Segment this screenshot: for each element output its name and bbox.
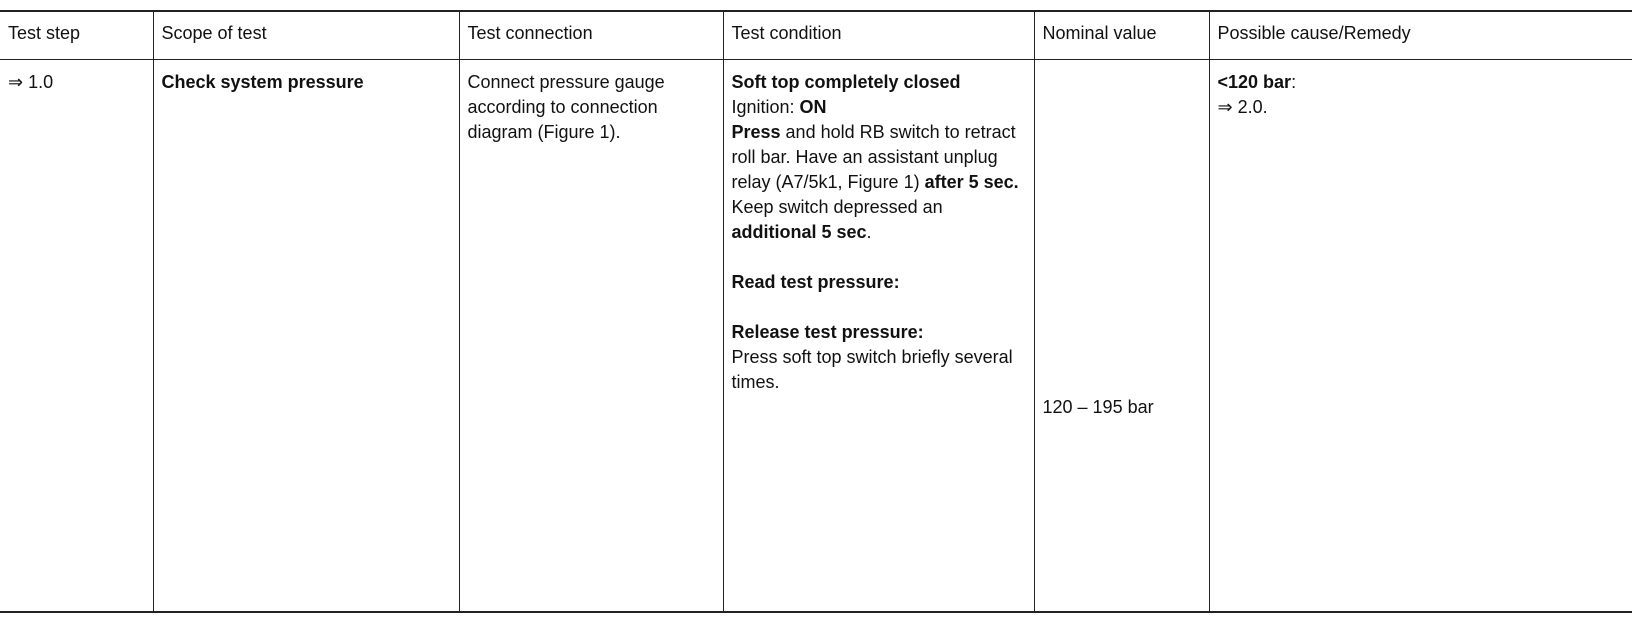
press-keyword: Press: [731, 121, 781, 142]
cell-test-connection: Connect pressure gauge according to conn…: [458, 59, 724, 613]
condition-soft-top: Soft top completely closed: [731, 71, 961, 92]
header-nominal-value: Nominal value: [1033, 10, 1210, 60]
after-keyword: after 5 sec.: [924, 171, 1019, 192]
release-test-pressure: Release test pressure:: [731, 321, 924, 342]
cause-remedy: ⇒ 2.0.: [1217, 96, 1268, 117]
test-table: Test step Scope of test Test connection …: [0, 10, 1632, 613]
ignition-label: Ignition:: [731, 96, 800, 117]
header-scope-of-test: Scope of test: [152, 10, 460, 60]
cell-test-step: ⇒ 1.0: [0, 59, 154, 613]
read-test-pressure: Read test pressure:: [731, 271, 900, 292]
cell-possible-cause: <120 bar: ⇒ 2.0.: [1208, 59, 1632, 613]
header-possible-cause: Possible cause/Remedy: [1208, 10, 1632, 60]
release-instructions: Press soft top switch briefly several ti…: [731, 346, 1013, 392]
cell-test-condition: Soft top completely closed Ignition: ON …: [722, 59, 1035, 613]
cell-nominal-value: 120 – 195 bar: [1033, 59, 1210, 613]
nominal-value: 120 – 195 bar: [1042, 396, 1154, 417]
press-text: and hold RB switch to retract roll bar. …: [731, 121, 1016, 192]
period-text: .: [866, 221, 872, 242]
keep-text: Keep switch depressed an: [731, 196, 943, 217]
header-row: Test step Scope of test Test connection …: [0, 10, 1632, 60]
header-test-condition: Test condition: [722, 10, 1035, 60]
ignition-value: ON: [799, 96, 827, 117]
condition-ignition: Ignition: ON: [732, 95, 1026, 120]
additional-keyword: additional 5 sec: [731, 221, 867, 242]
header-test-step: Test step: [0, 10, 154, 60]
cause-threshold: <120 bar:: [1217, 71, 1297, 92]
cell-scope-of-test: Check system pressure: [152, 59, 460, 613]
condition-instructions: Press and hold RB switch to retract roll…: [732, 120, 1026, 245]
header-test-connection: Test connection: [458, 10, 724, 60]
table-row: ⇒ 1.0 Check system pressure Connect pres…: [0, 59, 1632, 613]
